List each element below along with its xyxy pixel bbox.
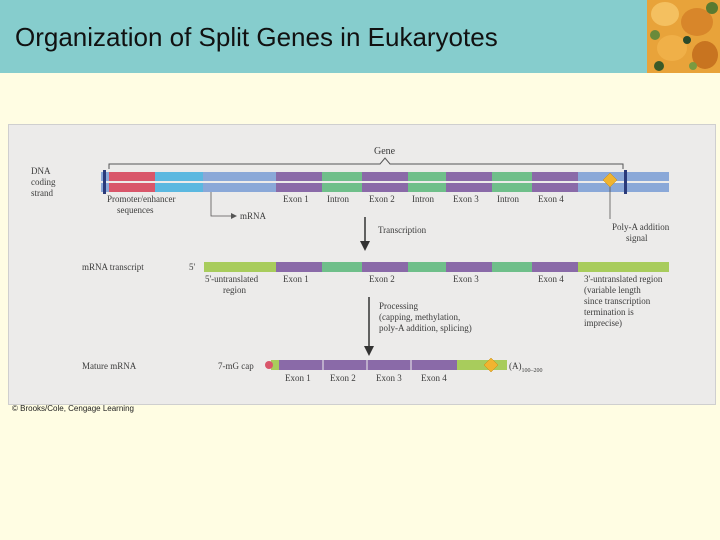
dna-label: DNA coding strand: [31, 166, 58, 198]
dna-segment-label: Exon 1: [283, 194, 309, 204]
transcript-exon-label: Exon 4: [538, 274, 564, 284]
dna-segment-label: Exon 4: [538, 194, 564, 204]
transcription-label: Transcription: [378, 225, 427, 235]
slide-title: Organization of Split Genes in Eukaryote…: [15, 22, 498, 52]
polya-signal-label: Poly-A addition signal: [612, 222, 672, 243]
mature-exon-label: Exon 4: [421, 373, 447, 383]
slide-header: Organization of Split Genes in Eukaryote…: [0, 0, 720, 73]
utr5-label: 5'-untranslated region: [205, 274, 260, 295]
polya-tail-label: (A)100–200: [509, 361, 543, 374]
dna-segment-label: Intron: [327, 194, 349, 204]
cap-marker: [265, 361, 273, 369]
processing-label: Processing (capping, methylation, poly-A…: [379, 301, 472, 333]
mrna-start-pointer: [210, 192, 233, 217]
cap-label: 7-mG cap: [218, 361, 254, 371]
promoter-label: Promoter/enhancer sequences: [107, 194, 178, 215]
mature-exon-label: Exon 1: [285, 373, 311, 383]
dna-segment-label: Intron: [412, 194, 434, 204]
mature-exon-label: Exon 3: [376, 373, 402, 383]
mature-exon-label: Exon 2: [330, 373, 356, 383]
transcript-exon-label: Exon 3: [453, 274, 479, 284]
transcript-exon-label: Exon 1: [283, 274, 309, 284]
gene-bracket: [108, 157, 624, 169]
mature-mrna-bar: [271, 360, 507, 370]
dna-segment-label: Intron: [497, 194, 519, 204]
five-prime-label: 5': [189, 262, 196, 272]
gene-label: Gene: [374, 146, 396, 157]
decorative-photo: [647, 0, 720, 73]
mrna-transcript-label: mRNA transcript: [82, 262, 144, 272]
transcript-exon-label: Exon 2: [369, 274, 395, 284]
polya-tail-diamond: [483, 357, 499, 373]
utr3-label: 3'-untranslated region (variable length …: [584, 274, 665, 328]
dna-segment-label: Exon 3: [453, 194, 479, 204]
mrna-pointer-label: mRNA: [240, 211, 267, 221]
mrna-transcript-bar: [204, 262, 669, 272]
gene-diagram: Gene DNA coding strand: [8, 124, 716, 405]
mature-mrna-label: Mature mRNA: [82, 361, 137, 371]
copyright-credit: © Brooks/Cole, Cengage Learning: [12, 404, 134, 413]
dna-segment-label: Exon 2: [369, 194, 395, 204]
dna-strand: [101, 170, 669, 194]
